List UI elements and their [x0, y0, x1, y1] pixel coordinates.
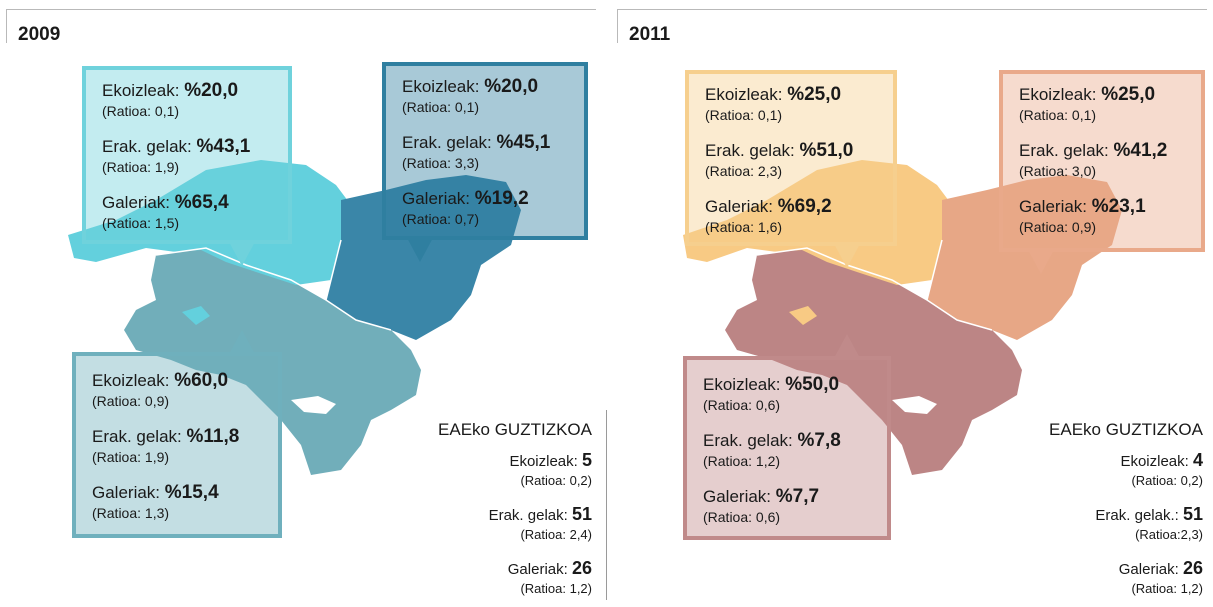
- panel-frame-top: [6, 9, 596, 10]
- map-hole: [291, 396, 336, 414]
- panel-2011: 2011 Ekoizleak: %25,0 (Ratioa: 0,1) Erak…: [617, 0, 1213, 607]
- metric-galleries: Galeriak: %69,2 (Ratioa: 1,6): [705, 196, 832, 235]
- year-title: 2009: [18, 24, 61, 45]
- summary-galleries: Galeriak: 26 (Ratioa: 1,2): [1118, 558, 1203, 596]
- summary-producers: Ekoizleak: 4 (Ratioa: 0,2): [1120, 450, 1203, 488]
- bubble-pointer: [228, 240, 256, 266]
- year-title: 2011: [629, 24, 671, 45]
- region-east: [927, 175, 1122, 340]
- metric-producers: Ekoizleak: %20,0 (Ratioa: 0,1): [102, 80, 239, 119]
- stats-bubble-south: Ekoizleak: %60,0 (Ratioa: 0,9) Erak. gel…: [72, 352, 282, 538]
- metric-galleries: Galeriak: %65,4 (Ratioa: 1,5): [102, 192, 229, 231]
- stats-bubble-west: Ekoizleak: %25,0 (Ratioa: 0,1) Erak. gel…: [685, 70, 897, 246]
- metric-producers: Ekoizleak: %20,0 (Ratioa: 0,1): [402, 76, 539, 115]
- metric-galleries: Galeriak: %23,1 (Ratioa: 0,9): [1019, 196, 1146, 235]
- region-south: [124, 248, 421, 475]
- region-enclave: [182, 306, 210, 325]
- region-borders: [756, 239, 993, 331]
- metric-producers: Ekoizleak: %25,0 (Ratioa: 0,1): [705, 84, 842, 123]
- summary-exhibition-halls: Erak. gelak: 51 (Ratioa: 2,4): [488, 504, 592, 542]
- bubble-pointer: [228, 330, 256, 356]
- metric-exhibition-halls: Erak. gelak: %45,1 (Ratioa: 3,3): [402, 132, 551, 171]
- bubble-pointer: [833, 242, 861, 268]
- region-enclave: [789, 306, 817, 325]
- summary-divider: [606, 410, 607, 600]
- metric-exhibition-halls: Erak. gelak: %41,2 (Ratioa: 3,0): [1019, 140, 1168, 179]
- metric-exhibition-halls: Erak. gelak: %11,8 (Ratioa: 1,9): [92, 426, 240, 465]
- summary-exhibition-halls: Erak. gelak.: 51 (Ratioa:2,3): [1095, 504, 1203, 542]
- summary-title: EAEko GUZTIZKOA: [1049, 420, 1203, 439]
- metric-galleries: Galeriak: %19,2 (Ratioa: 0,7): [402, 188, 529, 227]
- metric-galleries: Galeriak: %7,7 (Ratioa: 0,6): [703, 486, 820, 525]
- summary-galleries: Galeriak: 26 (Ratioa: 1,2): [507, 558, 592, 596]
- bubble-pointer: [406, 236, 434, 262]
- map-hole: [892, 396, 937, 414]
- stats-bubble-west: Ekoizleak: %20,0 (Ratioa: 0,1) Erak. gel…: [82, 66, 292, 244]
- region-borders: [155, 239, 392, 331]
- metric-exhibition-halls: Erak. gelak: %43,1 (Ratioa: 1,9): [102, 136, 251, 175]
- panel-2009: 2009 Ekoizleak: %20,0 (Ratioa: 0,1) Erak…: [6, 0, 607, 607]
- metric-producers: Ekoizleak: %25,0 (Ratioa: 0,1): [1019, 84, 1156, 123]
- panel-frame-left: [617, 9, 618, 43]
- bubble-pointer: [1027, 248, 1055, 274]
- stats-bubble-east: Ekoizleak: %25,0 (Ratioa: 0,1) Erak. gel…: [999, 70, 1205, 252]
- stats-bubble-east: Ekoizleak: %20,0 (Ratioa: 0,1) Erak. gel…: [382, 62, 588, 240]
- summary-title: EAEko GUZTIZKOA: [438, 420, 592, 439]
- panel-frame-top: [617, 9, 1207, 10]
- bubble-pointer: [833, 334, 861, 360]
- summary-producers: Ekoizleak: 5 (Ratioa: 0,2): [509, 450, 592, 488]
- metric-exhibition-halls: Erak. gelak: %51,0 (Ratioa: 2,3): [705, 140, 854, 179]
- stats-bubble-south: Ekoizleak: %50,0 (Ratioa: 0,6) Erak. gel…: [683, 356, 891, 540]
- panel-frame-left: [6, 9, 7, 43]
- total-summary: EAEko GUZTIZKOA Ekoizleak: 5 (Ratioa: 0,…: [406, 420, 592, 605]
- metric-producers: Ekoizleak: %50,0 (Ratioa: 0,6): [703, 374, 840, 413]
- metric-exhibition-halls: Erak. gelak: %7,8 (Ratioa: 1,2): [703, 430, 841, 469]
- metric-producers: Ekoizleak: %60,0 (Ratioa: 0,9): [92, 370, 229, 409]
- metric-galleries: Galeriak: %15,4 (Ratioa: 1,3): [92, 482, 219, 521]
- region-south: [725, 248, 1022, 475]
- region-west: [683, 160, 952, 285]
- total-summary: EAEko GUZTIZKOA Ekoizleak: 4 (Ratioa: 0,…: [1017, 420, 1203, 605]
- region-west: [68, 160, 351, 285]
- map-basque-country: [683, 160, 1122, 475]
